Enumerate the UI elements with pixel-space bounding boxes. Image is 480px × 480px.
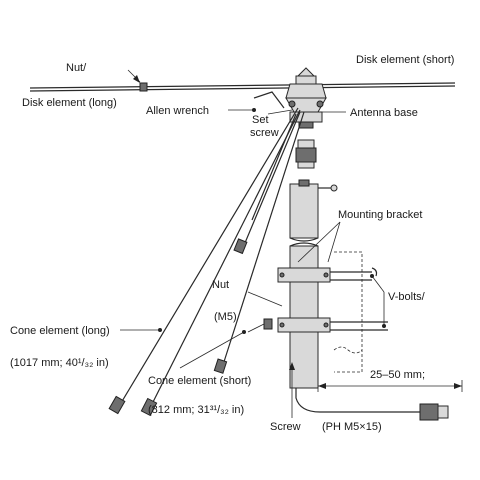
label-v-bolts: V-bolts/ <box>388 291 426 303</box>
dashed-pole-outline <box>333 251 363 373</box>
mounting-bracket-upper <box>277 267 331 283</box>
label-dimension: 25–50 mm; <box>370 369 425 381</box>
label-screw-bottom: Screw <box>270 421 301 433</box>
m5-nut <box>263 318 273 330</box>
v-bolt-upper <box>330 267 378 281</box>
nut-arrow <box>127 69 141 83</box>
mast-pipe <box>289 179 319 389</box>
label-disk-long: Disk element (long) <box>22 97 117 109</box>
label-mounting-bracket: Mounting bracket <box>338 209 422 221</box>
label-cone-long-length: (1017 mm; 40¹/₃₂ in) <box>10 357 109 369</box>
disk-element-rod <box>29 82 456 92</box>
antenna-base-assembly <box>285 67 327 129</box>
mounting-bracket-lower <box>277 317 331 333</box>
label-cone-short: Cone element (short) <box>148 375 251 387</box>
label-m5: (M5) <box>214 311 237 323</box>
label-set: Set <box>252 114 269 126</box>
label-antenna-base: Antenna base <box>350 107 418 119</box>
v-bolt-lower <box>330 321 388 331</box>
cone-element-long <box>108 107 301 417</box>
label-allen-wrench: Allen wrench <box>146 105 209 117</box>
label-ph-m5: (PH M5×15) <box>322 421 382 433</box>
label-screw-upper: screw <box>250 127 279 139</box>
side-screw <box>318 184 338 192</box>
coax-cable <box>295 388 449 421</box>
connector <box>295 139 317 169</box>
cone-element-short <box>213 111 305 374</box>
label-cone-long: Cone element (long) <box>10 325 110 337</box>
label-disk-short: Disk element (short) <box>356 54 454 66</box>
dimension-line <box>317 380 463 392</box>
label-cone-short-length: (812 mm; 31³¹/₃₂ in) <box>148 404 244 416</box>
label-nut-top: Nut/ <box>66 62 87 74</box>
disk-nut <box>139 82 148 92</box>
label-nut-m5: Nut <box>212 279 229 291</box>
allen-wrench <box>253 91 285 109</box>
leader-lines <box>120 108 386 418</box>
